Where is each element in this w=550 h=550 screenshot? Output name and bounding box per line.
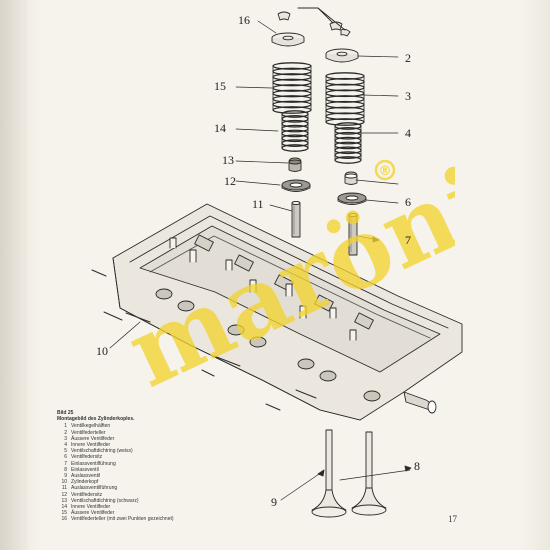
legend-item-number: 6	[64, 454, 67, 461]
legend-item-number: 14	[61, 504, 67, 511]
legend-item-label: Einlassventilführung	[71, 460, 116, 467]
legend-item-number: 15	[61, 510, 67, 517]
legend-item-label: Äussere Ventilfeder	[71, 435, 115, 442]
callout-11: 11	[252, 197, 264, 211]
intake-valve	[351, 431, 387, 516]
legend-item-label: Ventilfedersitz	[71, 491, 103, 498]
outer-spring-left	[272, 62, 312, 114]
legend-item: 9 Auslassventil	[57, 473, 277, 479]
legend-item: 2 Ventilfederteller	[57, 430, 277, 436]
callout-3: 3	[405, 89, 411, 103]
legend-item-label: Ventilschaftdichtring (weiss)	[71, 448, 133, 455]
legend-item: 5 Ventilschaftdichtring (weiss)	[57, 448, 277, 454]
legend-item-label: Einlassventil	[71, 466, 99, 473]
legend-item-number: 8	[64, 466, 67, 473]
valve-stem-seal-right	[344, 171, 358, 185]
legend-item-number: 4	[64, 442, 67, 449]
legend-item: 13 Ventilschaftdichtring (schwarz)	[57, 498, 277, 504]
legend-item: 6 Ventilfedersitz	[57, 454, 277, 460]
legend-item: 4 Innere Ventilfeder	[57, 442, 277, 448]
callout-14: 14	[214, 121, 226, 135]
caption-subtitle: Montagebild des Zylinderkoples.	[57, 416, 135, 423]
legend-item: 15 Äussere Ventilfeder	[57, 510, 277, 516]
callout-16: 16	[238, 13, 250, 27]
callout-10: 10	[96, 344, 108, 358]
legend-item-number: 11	[61, 485, 67, 492]
legend-item: 1 Ventilkegelhälften	[57, 423, 277, 429]
valve-guide-right	[348, 213, 358, 256]
inner-spring-right	[334, 122, 362, 164]
legend-item-label: Innere Ventilfeder	[71, 504, 111, 511]
legend-item-number: 12	[61, 491, 67, 498]
inner-spring-left	[281, 110, 309, 152]
legend-item: 12 Ventilfedersitz	[57, 492, 277, 498]
figure-caption: Bild 25 Montagebild des Zylinderkoples. …	[57, 410, 277, 523]
exhaust-valve	[311, 429, 347, 518]
leader-lines	[109, 20, 411, 501]
legend-item-label: Ventilschaftdichtring (schwarz)	[71, 497, 139, 504]
callout-6: 6	[405, 195, 411, 209]
callout-12: 12	[224, 174, 236, 188]
legend-item: 10 Zylinderkopf	[57, 479, 277, 485]
legend-item: 7 Einlassventilführung	[57, 461, 277, 467]
page-gutter-shadow	[0, 0, 28, 550]
spring-seat-left	[281, 179, 311, 192]
legend-item-number: 5	[64, 448, 67, 455]
valve-guide-left	[291, 201, 301, 238]
callout-4: 4	[405, 126, 411, 140]
legend-item: 14 Innere Ventilfeder	[57, 504, 277, 510]
cylinder-head	[91, 203, 463, 421]
legend-item-label: Ventilfederteller	[71, 429, 106, 436]
legend-item-number: 16	[61, 516, 67, 523]
callout-13: 13	[222, 153, 234, 167]
legend-item: 11 Auslassventilführung	[57, 485, 277, 491]
legend-item-number: 13	[61, 497, 67, 504]
legend-item-number: 1	[64, 423, 67, 430]
callout-8: 8	[414, 459, 420, 473]
callout-7: 7	[405, 233, 411, 247]
legend-item-number: 7	[64, 460, 67, 467]
valve-keepers	[277, 11, 351, 37]
legend-item: 16 Ventilfederteller (mit zwei Punkten ge…	[57, 516, 277, 522]
spring-seat-right	[337, 192, 367, 205]
legend-item-number: 3	[64, 435, 67, 442]
legend-item-number: 9	[64, 473, 67, 480]
legend-item-label: Äussere Ventilfeder	[71, 510, 115, 517]
legend-item-label: Ventilfederteller (mit zwei Punkten geze…	[71, 516, 174, 523]
legend-item: 8 Einlassventil	[57, 467, 277, 473]
spring-retainer-right	[325, 48, 359, 63]
valve-stem-seal-left	[288, 157, 302, 172]
legend-item: 3 Äussere Ventilfeder	[57, 436, 277, 442]
outer-spring-right	[325, 72, 365, 126]
legend-item-label: Ventilkegelhälften	[71, 423, 111, 430]
legend-item-label: Zylinderkopf	[71, 479, 99, 486]
callout-9: 9	[271, 495, 277, 509]
legend-item-label: Ventilfedersitz	[71, 454, 103, 461]
callout-2: 2	[405, 51, 411, 65]
caption-title: Bild 25	[57, 410, 74, 416]
spring-retainer-left	[271, 32, 305, 47]
legend-item-number: 2	[64, 429, 67, 436]
page-number: 17	[448, 514, 457, 524]
legend-item-label: Auslassventil	[71, 473, 101, 480]
callout-15: 15	[214, 79, 226, 93]
legend-item-number: 10	[61, 479, 67, 486]
legend-item-label: Innere Ventilfeder	[71, 442, 111, 449]
legend-item-label: Auslassventilführung	[71, 485, 118, 492]
